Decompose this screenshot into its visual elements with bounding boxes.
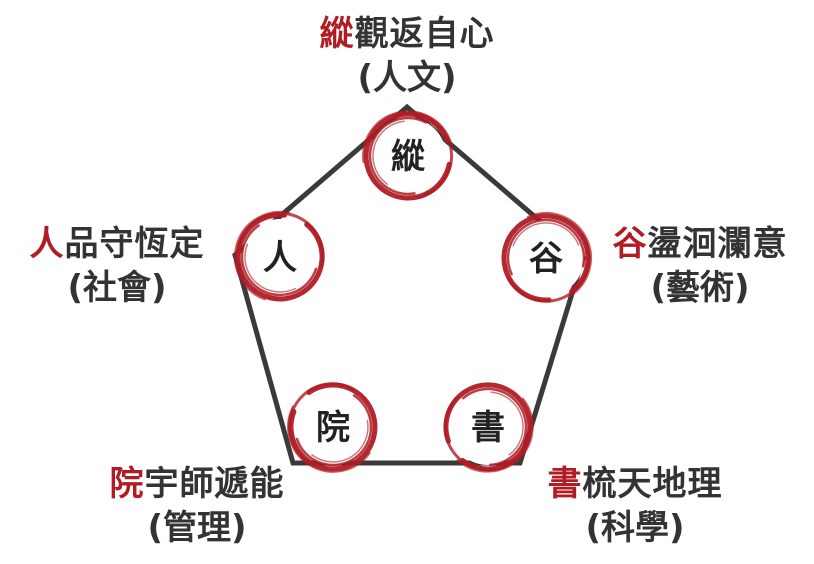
label-zong-sub: (人文) bbox=[357, 58, 457, 98]
node-ren-char: 人 bbox=[263, 238, 297, 278]
node-shu-brush-stroke bbox=[461, 387, 528, 467]
label-yuan: 院宇師遞能 (管理) bbox=[82, 462, 312, 550]
node-yuan-brush-stroke bbox=[287, 382, 356, 468]
node-zong-brush-stroke bbox=[368, 116, 428, 196]
label-zong: 縱觀返自心 (人文) bbox=[297, 12, 517, 100]
label-shu-rest: 梳天地理 bbox=[582, 464, 723, 504]
node-zong-char: 縱 bbox=[391, 137, 425, 177]
node-gu-char: 谷 bbox=[529, 239, 563, 279]
label-ren-rest: 品守恆定 bbox=[64, 224, 205, 264]
label-shu: 書梳天地理 (科學) bbox=[520, 462, 750, 550]
label-gu: 谷盪洄瀾意 (藝術) bbox=[588, 222, 812, 310]
node-layer: 縱谷書 院 人 bbox=[233, 110, 592, 473]
node-gu-disc bbox=[508, 220, 584, 296]
label-gu-accent: 谷 bbox=[612, 224, 648, 264]
label-shu-accent: 書 bbox=[547, 464, 583, 504]
node-shu: 書 bbox=[443, 382, 534, 473]
node-shu-brush-stroke bbox=[456, 397, 534, 473]
node-yuan-brush-stroke bbox=[295, 394, 373, 467]
label-zong-title: 縱觀返自心 bbox=[297, 12, 517, 56]
node-gu-brush-stroke bbox=[512, 222, 580, 247]
node-yuan: 院 bbox=[287, 382, 378, 473]
label-yuan-accent: 院 bbox=[109, 464, 145, 504]
node-gu-brush-stroke bbox=[506, 218, 586, 276]
label-ren-accent: 人 bbox=[29, 224, 65, 264]
node-ren: 人 bbox=[233, 210, 325, 302]
node-ren-brush-stroke bbox=[240, 224, 318, 297]
label-yuan-title: 院宇師遞能 bbox=[82, 462, 312, 506]
node-shu-brush-stroke bbox=[490, 391, 524, 456]
label-ren-title: 人品守恆定 bbox=[2, 222, 232, 266]
node-gu-brush-stroke bbox=[507, 232, 591, 303]
node-ren-brush-stroke bbox=[236, 211, 325, 269]
label-gu-rest: 盪洄瀾意 bbox=[647, 224, 788, 264]
node-yuan-brush-stroke bbox=[311, 419, 369, 463]
node-yuan-char: 院 bbox=[316, 408, 350, 448]
node-zong-brush-stroke bbox=[372, 120, 405, 186]
node-ren-disc bbox=[242, 219, 318, 295]
node-gu-brush-stroke bbox=[527, 212, 592, 298]
node-shu-char: 書 bbox=[471, 408, 505, 448]
label-yuan-sub: (管理) bbox=[147, 508, 247, 548]
label-shu-sub: (科學) bbox=[585, 508, 685, 548]
label-gu-title: 谷盪洄瀾意 bbox=[588, 222, 812, 266]
node-gu: 谷 bbox=[501, 212, 592, 303]
node-zong-brush-stroke bbox=[393, 111, 454, 200]
label-shu-title: 書梳天地理 bbox=[520, 462, 750, 506]
label-zong-accent: 縱 bbox=[319, 14, 355, 54]
node-yuan-disc bbox=[295, 389, 371, 465]
label-zong-rest: 觀返自心 bbox=[354, 14, 495, 54]
label-yuan-rest: 宇師遞能 bbox=[144, 464, 285, 504]
node-ren-brush-stroke bbox=[244, 243, 297, 293]
node-zong-disc bbox=[370, 118, 446, 194]
node-shu-disc bbox=[450, 389, 526, 465]
label-gu-sub: (藝術) bbox=[650, 268, 750, 308]
label-ren-sub: (社會) bbox=[67, 268, 167, 308]
node-shu-brush-stroke bbox=[443, 395, 522, 472]
label-ren: 人品守恆定 (社會) bbox=[2, 222, 232, 310]
node-zong: 縱 bbox=[362, 110, 454, 201]
